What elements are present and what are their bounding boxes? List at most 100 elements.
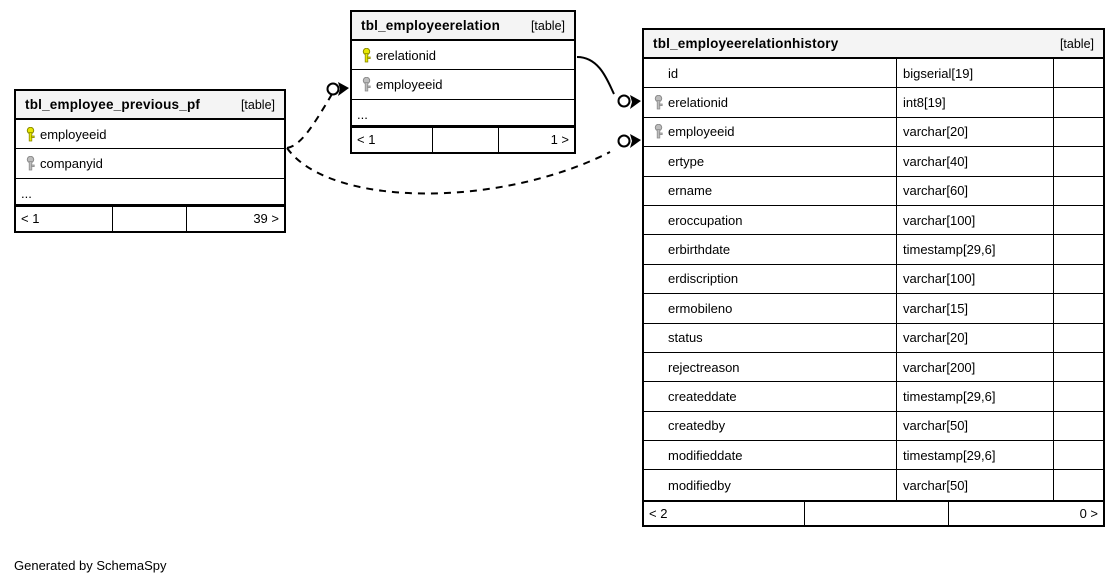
column-type-label: varchar[200]	[903, 359, 976, 375]
column-name-cell: eroccupation	[644, 206, 896, 234]
footer-children-count: 0 >	[948, 501, 1103, 525]
column-extra-cell	[1053, 470, 1103, 500]
column-extra-cell	[1053, 411, 1103, 441]
primary-key-icon	[357, 47, 376, 63]
table-type-tag: [table]	[240, 97, 275, 112]
column-type-label: varchar[50]	[903, 477, 969, 493]
column-label: erelationid	[668, 95, 728, 111]
generator-caption: Generated by SchemaSpy	[14, 558, 167, 573]
table-row[interactable]: modifiedby varchar[50]	[644, 470, 1103, 500]
footer-parents-count: < 1	[357, 132, 376, 148]
table-row[interactable]: employeeid	[16, 120, 284, 150]
column-name-cell: id	[644, 59, 896, 87]
table-row[interactable]: employeeid	[352, 70, 574, 100]
column-extra-cell	[1053, 382, 1103, 411]
column-type-cell: timestamp[29,6]	[896, 441, 1053, 470]
footer-parents-count: < 2	[649, 505, 668, 521]
table-header: tbl_employee_previous_pf [table]	[16, 91, 284, 120]
column-label: erelationid	[376, 47, 436, 63]
column-name-cell: createddate	[644, 382, 896, 410]
table-header: tbl_employeerelationhistory [table]	[644, 30, 1103, 59]
edge-employeerelation-to-history	[576, 56, 641, 109]
footer-middle	[432, 127, 498, 152]
table-footer: < 1 1 >	[352, 126, 574, 152]
column-name-cell: employeeid	[352, 70, 574, 98]
column-extra-cell	[1053, 235, 1103, 264]
column-type-cell: varchar[20]	[896, 323, 1053, 352]
column-name-cell: ermobileno	[644, 294, 896, 322]
primary-key-icon	[21, 126, 40, 142]
table-row[interactable]: erelationid	[352, 41, 574, 71]
column-extra-cell	[1053, 147, 1103, 176]
column-label: companyid	[40, 156, 103, 172]
column-label: status	[668, 330, 703, 346]
footer-middle	[804, 501, 948, 525]
ellipsis-label: ...	[21, 185, 32, 201]
column-type-cell: varchar[100]	[896, 264, 1053, 294]
column-label: employeeid	[376, 77, 443, 93]
more-columns-indicator: ...	[352, 100, 574, 127]
foreign-key-icon	[21, 156, 40, 171]
column-type-cell: bigserial[19]	[896, 59, 1053, 88]
column-extra-cell	[1053, 264, 1103, 294]
table-row[interactable]: status varchar[20]	[644, 323, 1103, 353]
table-title: tbl_employeerelationhistory	[653, 36, 839, 51]
column-name-cell: erbirthdate	[644, 235, 896, 263]
column-label: ermobileno	[668, 300, 733, 316]
more-columns-indicator: ...	[16, 179, 284, 206]
table-row[interactable]: eroccupation varchar[100]	[644, 205, 1103, 236]
column-name-cell: createdby	[644, 412, 896, 440]
column-type-cell: varchar[200]	[896, 352, 1053, 382]
column-type-label: timestamp[29,6]	[903, 447, 996, 463]
column-extra-cell	[1053, 205, 1103, 235]
column-name-cell: modifiedby	[644, 470, 896, 499]
table-type-tag: [table]	[1059, 36, 1094, 51]
column-extra-cell	[1053, 352, 1103, 382]
edge-previous-pf-to-employeerelation	[286, 82, 349, 149]
column-extra-cell	[1053, 59, 1103, 88]
table-tbl-employee-previous-pf[interactable]: tbl_employee_previous_pf [table] employe…	[14, 89, 286, 233]
column-label: createdby	[668, 418, 726, 434]
column-type-cell: varchar[40]	[896, 147, 1053, 176]
column-type-label: timestamp[29,6]	[903, 242, 996, 258]
foreign-key-icon	[649, 124, 668, 139]
table-row[interactable]: erbirthdate timestamp[29,6]	[644, 235, 1103, 265]
table-row[interactable]: createddate timestamp[29,6]	[644, 382, 1103, 412]
table-header: tbl_employeerelation [table]	[352, 12, 574, 41]
footer-children-count: 1 >	[498, 127, 574, 152]
column-type-cell: varchar[15]	[896, 294, 1053, 323]
column-type-label: varchar[100]	[903, 212, 976, 228]
footer-middle	[112, 206, 186, 231]
column-type-cell: varchar[50]	[896, 470, 1053, 500]
table-row[interactable]: ermobileno varchar[15]	[644, 294, 1103, 324]
column-extra-cell	[1053, 117, 1103, 147]
table-row[interactable]: modifieddate timestamp[29,6]	[644, 441, 1103, 471]
column-name-cell: ertype	[644, 147, 896, 175]
column-extra-cell	[1053, 294, 1103, 323]
table-row[interactable]: companyid	[16, 149, 284, 179]
table-title: tbl_employeerelation	[361, 18, 501, 33]
column-label: erdiscription	[668, 271, 739, 287]
column-label: modifieddate	[668, 447, 743, 463]
column-extra-cell	[1053, 441, 1103, 470]
column-label: ername	[668, 183, 713, 199]
table-tbl-employeerelation[interactable]: tbl_employeerelation [table] erelationid	[350, 10, 576, 154]
column-type-label: varchar[20]	[903, 330, 969, 346]
column-type-label: timestamp[29,6]	[903, 388, 996, 404]
table-title: tbl_employee_previous_pf	[25, 97, 201, 112]
column-type-label: bigserial[19]	[903, 65, 974, 81]
column-label: employeeid	[40, 126, 107, 142]
table-row[interactable]: erdiscription varchar[100]	[644, 264, 1103, 295]
table-row[interactable]: id bigserial[19]	[644, 59, 1103, 89]
column-type-label: varchar[100]	[903, 271, 976, 287]
column-type-cell: varchar[100]	[896, 205, 1053, 235]
table-footer: < 2 0 >	[644, 499, 1103, 525]
column-type-cell: timestamp[29,6]	[896, 382, 1053, 411]
